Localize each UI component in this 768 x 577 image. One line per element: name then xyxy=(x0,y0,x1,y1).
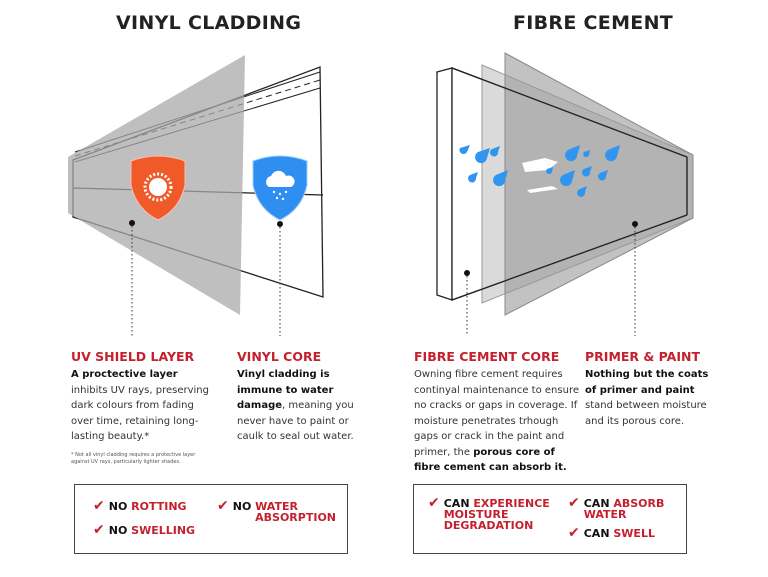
fibre-title: FIBRE CEMENT xyxy=(513,12,674,34)
fibre-core-text: Owning fibre cement requires continyal m… xyxy=(414,367,582,476)
rain-shield-icon xyxy=(252,155,308,221)
prefix: CAN xyxy=(583,497,614,510)
check-icon: ✔ xyxy=(93,522,105,538)
sun-shield-icon xyxy=(130,155,186,221)
drawback-item: ✔CAN SWELL xyxy=(568,525,655,541)
raindrop-icons xyxy=(459,145,620,197)
pr-text: stand between moisture and its porous co… xyxy=(585,400,707,427)
vinyl-panel-illustration xyxy=(68,55,324,336)
footnote: * Not all vinyl cladding requires a prot… xyxy=(71,452,196,465)
prefix: NO xyxy=(108,500,128,513)
vinyl-benefits-box: ✔NO ROTTING ✔NO SWELLING ✔NO WATER ABSOR… xyxy=(74,484,348,554)
prefix: NO xyxy=(232,500,252,513)
uv-text: inhibits UV rays, preserving dark colour… xyxy=(71,384,209,443)
benefit-item: ✔NO ROTTING xyxy=(93,498,187,514)
primer-text: Nothing but the coats of primer and pain… xyxy=(585,367,710,429)
primer-heading: PRIMER & PAINT xyxy=(585,349,700,364)
paint-layer xyxy=(504,52,694,316)
vinyl-core-heading: VINYL CORE xyxy=(237,349,322,364)
prefix: CAN xyxy=(443,497,474,510)
benefit-item: ✔NO SWELLING xyxy=(93,522,196,538)
uv-bold: A proctective layer xyxy=(71,369,178,380)
fc-text: Owning fibre cement requires continyal m… xyxy=(414,369,579,458)
check-icon: ✔ xyxy=(568,495,580,511)
vinyl-core-text: Vinyl cladding is immune to water damage… xyxy=(237,367,367,445)
core-text: , meaning you never have to paint or cau… xyxy=(237,400,354,442)
highlight: WATER ABSORPTION xyxy=(255,500,336,524)
check-icon: ✔ xyxy=(93,498,105,514)
fc-bold: porous core of fibre cement can absorb i… xyxy=(414,446,567,474)
check-icon: ✔ xyxy=(568,525,580,541)
highlight: EXPERIENCE MOISTURE DEGRADATION xyxy=(443,497,550,532)
fibre-panel-illustration xyxy=(436,52,694,336)
benefit-item: ✔NO WATER ABSORPTION xyxy=(217,498,336,524)
highlight: ROTTING xyxy=(131,500,187,513)
prefix: CAN xyxy=(583,527,610,540)
drawback-item: ✔CAN ABSORB WATER xyxy=(568,495,679,521)
highlight: ABSORB WATER xyxy=(583,497,665,521)
vinyl-title: VINYL CLADDING xyxy=(116,12,302,34)
highlight: SWELL xyxy=(613,527,655,540)
uv-shield-text: A proctective layer inhibits UV rays, pr… xyxy=(71,367,211,445)
check-icon: ✔ xyxy=(217,498,229,514)
fibre-drawbacks-box: ✔CAN EXPERIENCE MOISTURE DEGRADATION ✔CA… xyxy=(413,484,687,554)
drawback-item: ✔CAN EXPERIENCE MOISTURE DEGRADATION xyxy=(428,495,559,532)
highlight: SWELLING xyxy=(131,524,196,537)
uv-shield-heading: UV SHIELD LAYER xyxy=(71,349,195,364)
pr-bold: Nothing but the coats of primer and pain… xyxy=(585,369,709,396)
fibre-core-heading: FIBRE CEMENT CORE xyxy=(414,349,560,364)
check-icon: ✔ xyxy=(428,495,440,511)
core-bold: Vinyl cladding is immune to water damage xyxy=(237,369,334,411)
prefix: NO xyxy=(108,524,128,537)
